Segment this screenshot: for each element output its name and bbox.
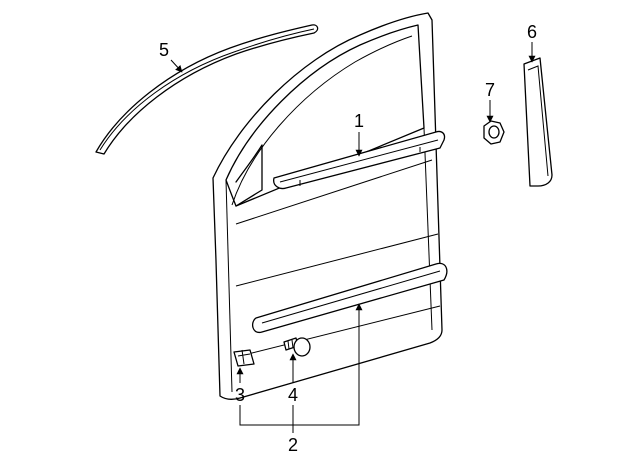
drip-moulding-body <box>95 24 319 155</box>
bracket-2 <box>239 310 360 426</box>
clip-detail <box>237 349 251 365</box>
door-lower-line <box>239 305 441 357</box>
pillar-garnish-body <box>523 57 553 187</box>
retainer-fastener <box>283 337 311 357</box>
belt-moulding-edge <box>279 139 439 183</box>
side-moulding-body <box>251 262 448 334</box>
door-rear-edge <box>423 127 433 331</box>
hex-nut <box>483 120 505 145</box>
belt-moulding <box>273 130 446 190</box>
callout-7: 7 <box>485 80 495 100</box>
pillar-garnish-edge <box>527 65 549 177</box>
door-window-frame <box>225 24 425 207</box>
roof-drip-moulding <box>95 24 319 155</box>
callout-4: 4 <box>288 385 298 405</box>
callout-2: 2 <box>288 435 298 455</box>
moulding-clip <box>233 349 255 367</box>
front-door <box>212 12 443 400</box>
callout-labels: 1 2 3 4 5 6 7 <box>159 22 537 455</box>
belt-moulding-body <box>273 130 446 190</box>
nut-hole <box>488 125 500 139</box>
door-front-edge <box>225 179 233 393</box>
leader-lines <box>170 42 536 433</box>
drip-moulding-inner <box>99 28 315 151</box>
callout-5: 5 <box>159 40 169 60</box>
retainer-ribs <box>287 339 294 350</box>
door-belt-line <box>235 159 433 225</box>
belt-moulding-lip <box>299 147 421 186</box>
retainer-head <box>293 337 311 357</box>
mirror-mount-area <box>235 144 263 207</box>
leader-5 <box>170 59 183 73</box>
callout-6: 6 <box>527 22 537 42</box>
door-sash-line <box>231 35 413 206</box>
door-outer-edge <box>212 12 443 400</box>
callout-3: 3 <box>235 385 245 405</box>
body-side-moulding <box>251 262 448 334</box>
door-panel-crease <box>235 233 439 287</box>
callout-1: 1 <box>354 111 364 131</box>
pillar-garnish <box>523 57 553 187</box>
side-moulding-highlight <box>261 270 441 324</box>
